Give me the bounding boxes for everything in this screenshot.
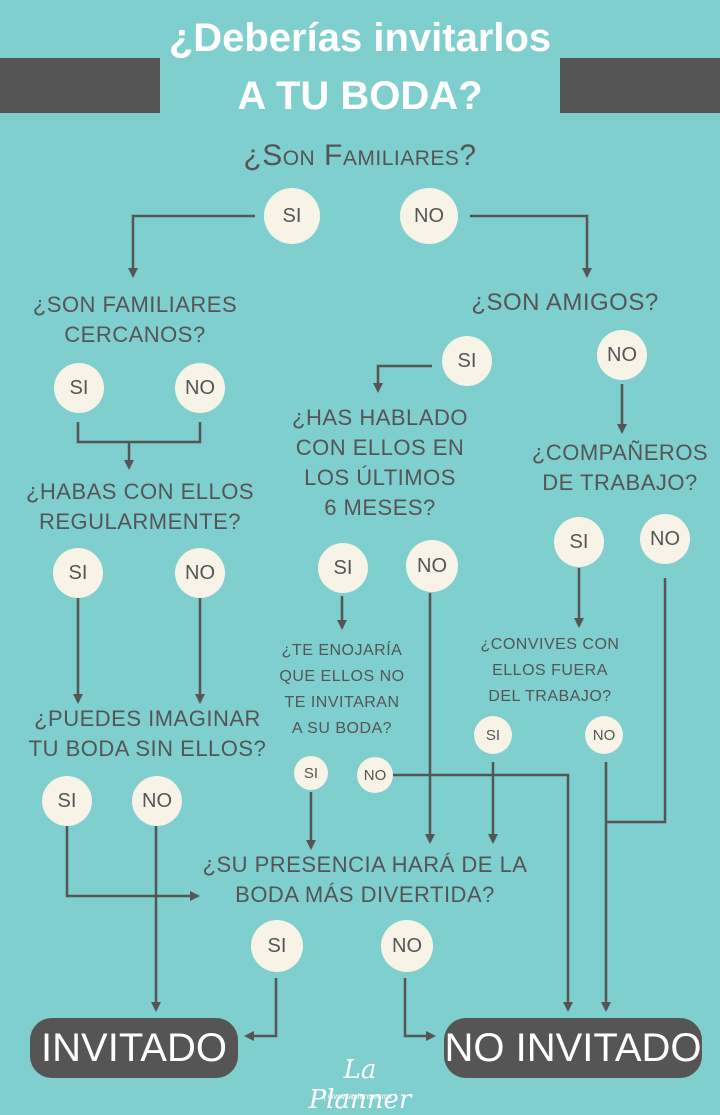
title-band-left [0, 58, 160, 113]
cercanos-si-button[interactable]: SI [54, 363, 104, 413]
convives-si-button[interactable]: SI [474, 716, 512, 754]
companeros-si-button[interactable]: SI [554, 517, 604, 567]
amigos-si-button[interactable]: SI [442, 336, 492, 386]
question-puedes-imaginar: ¿PUEDES IMAGINAR TU BODA SIN ELLOS? [28, 706, 267, 761]
question-son-amigos: ¿SON AMIGOS? [471, 289, 659, 316]
arrow-presencia-no-to-no-invitado [403, 978, 436, 1041]
arrow-si-to-cercanos [128, 214, 255, 278]
arrow-imaginar-si-to-presencia [65, 826, 200, 901]
arrow-enojaria-no-to-no-invitado [392, 773, 573, 1012]
arrow-presencia-si-to-invitado [244, 978, 278, 1041]
arrow-no-to-amigos [470, 214, 592, 278]
question-te-enojaria: ¿TE ENOJARÍA QUE ELLOS NO TE INVITARAN A… [279, 642, 405, 737]
question-convives: ¿CONVIVES CON ELLOS FUERA DEL TRABAJO? [480, 636, 620, 705]
arrow-amigos-si-to-hablado [373, 364, 432, 393]
presencia-no-button[interactable]: NO [381, 920, 433, 972]
convives-no-button[interactable]: NO [585, 716, 623, 754]
imaginar-si-button[interactable]: SI [42, 776, 92, 826]
companeros-no-button[interactable]: NO [640, 514, 690, 564]
arrow-cercanos-merge [76, 422, 202, 468]
arrow-companeros-no-to-no-invitado [606, 578, 667, 824]
presencia-si-button[interactable]: SI [251, 920, 303, 972]
la-planner-logo: La Planner [308, 1055, 412, 1115]
invitado-result: INVITADO [30, 1018, 238, 1078]
title-line-2: A TU BODA? [237, 74, 483, 118]
cercanos-no-button[interactable]: NO [175, 363, 225, 413]
question-familiares-cercanos: ¿SON FAMILIARES CERCANOS? [32, 292, 238, 347]
no-invitado-result: NO INVITADO [444, 1018, 702, 1078]
hablado-no-button[interactable]: NO [406, 540, 458, 592]
imaginar-no-button[interactable]: NO [132, 776, 182, 826]
familiares-si-button[interactable]: SI [264, 188, 320, 244]
question-companeros-trabajo: ¿COMPAÑEROS DE TRABAJO? [531, 440, 709, 495]
question-habas-con-ellos: ¿HABAS CON ELLOS REGULARMENTE? [25, 479, 255, 534]
amigos-no-button[interactable]: NO [597, 330, 647, 380]
footer-url: | www.laplanner.mx | [323, 1092, 397, 1101]
familiares-no-button[interactable]: NO [400, 188, 458, 244]
habas-si-button[interactable]: SI [53, 548, 103, 598]
enojaria-no-button[interactable]: NO [357, 757, 393, 793]
habas-no-button[interactable]: NO [175, 548, 225, 598]
question-su-presencia: ¿SU PRESENCIA HARÁ DE LA BODA MÁS DIVERT… [202, 852, 528, 907]
title-line-1: ¿Deberías invitarlos [168, 16, 552, 60]
question-has-hablado: ¿HAS HABLADO CON ELLOS EN LOS ÚLTIMOS 6 … [292, 405, 468, 520]
title-band-right [560, 58, 720, 113]
enojaria-si-button[interactable]: SI [294, 756, 328, 790]
hablado-si-button[interactable]: SI [318, 543, 368, 593]
question-son-familiares: ¿Son Familiares? [243, 139, 477, 172]
